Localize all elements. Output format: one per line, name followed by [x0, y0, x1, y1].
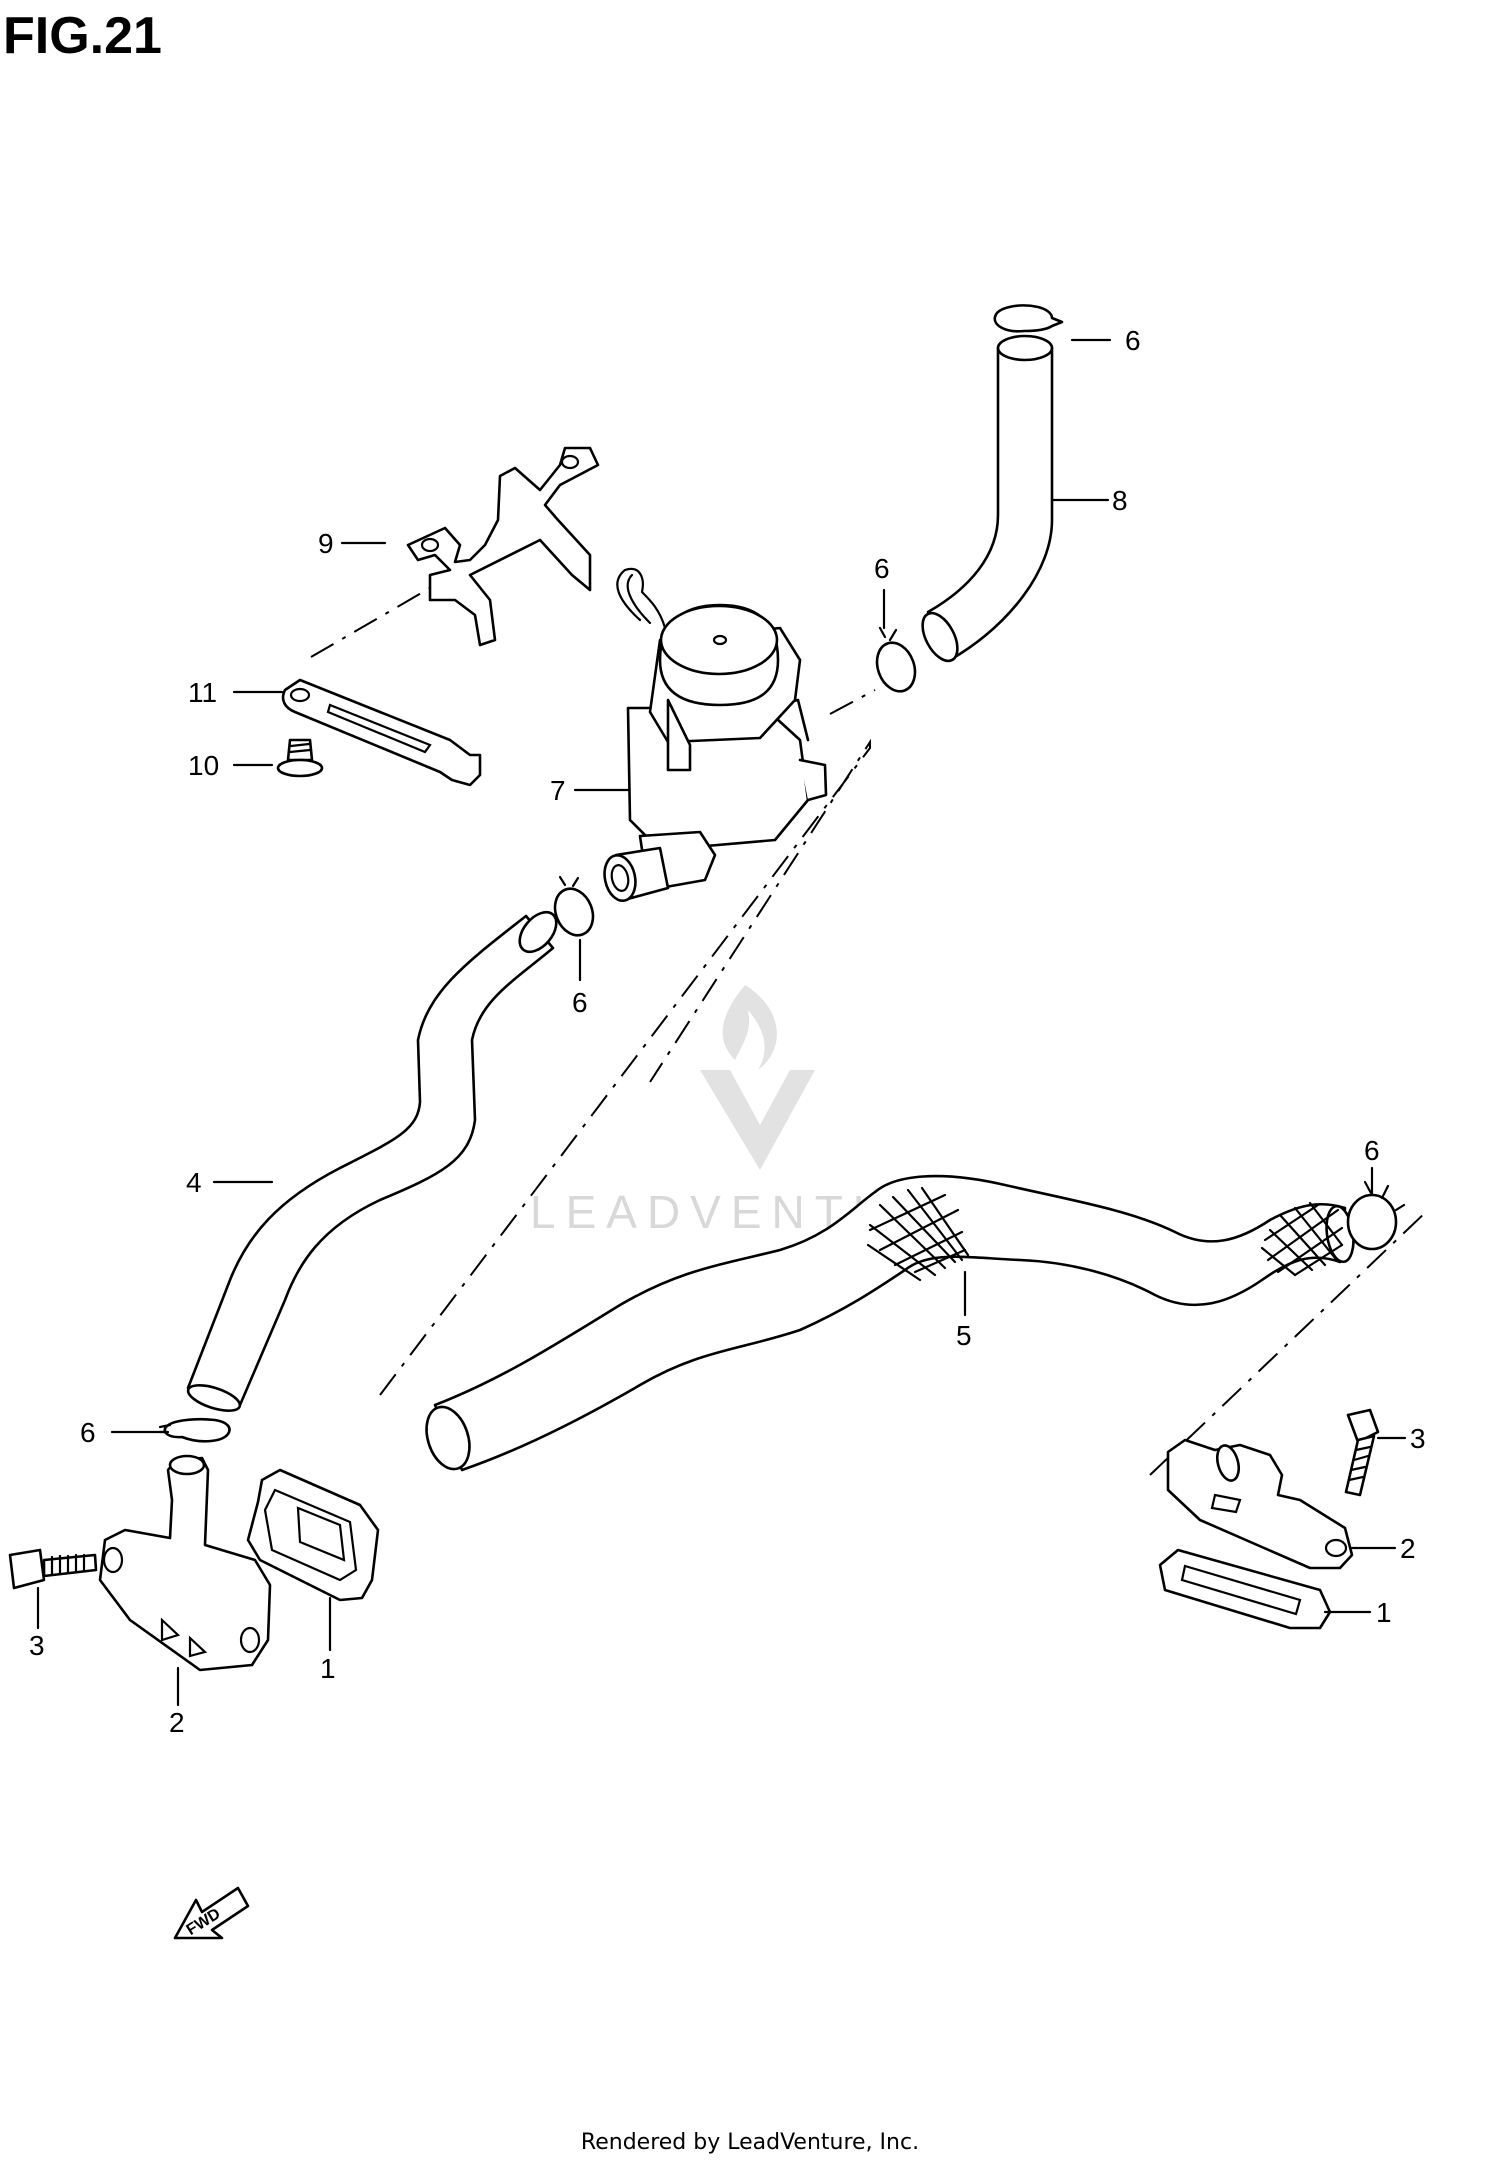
part-8-hose [921, 334, 1054, 663]
callout-6: 6 [874, 553, 890, 584]
part-6-clamp-mid [875, 626, 917, 693]
part-6-clamp-left [158, 1417, 231, 1443]
callout-4: 4 [186, 1167, 202, 1198]
part-11-stay [281, 678, 482, 787]
part-4-hose [186, 910, 558, 1412]
part-1-gasket-right [1158, 1548, 1332, 1630]
callouts: 6 8 6 9 11 10 7 6 4 5 6 6 1 2 3 3 2 1 [29, 325, 1426, 1738]
callout-8: 8 [1112, 485, 1128, 516]
part-3-bolt-left [8, 1548, 98, 1590]
leader-lines [36, 338, 1407, 1707]
part-6-clamp-top [993, 304, 1064, 333]
figure-title: FIG.21 [3, 7, 162, 65]
callout-3: 3 [29, 1630, 45, 1661]
part-5-hose [425, 1174, 1355, 1472]
footer-credit: Rendered by LeadVenture, Inc. [580, 2130, 920, 2155]
part-2-joint-left [98, 1454, 272, 1672]
v-logo-icon [700, 1070, 815, 1170]
leader-valve-to-joint [379, 738, 871, 1396]
callout-5: 5 [956, 1320, 972, 1351]
callout-6: 6 [80, 1417, 96, 1448]
part-6-clamp-right [1346, 1180, 1406, 1251]
callout-2: 2 [169, 1707, 185, 1738]
part-1-gasket-left [246, 1468, 380, 1602]
part-10-screw [276, 738, 324, 778]
fwd-arrow: FWD [173, 1886, 250, 1940]
callout-3: 3 [1410, 1423, 1426, 1454]
watermark: LEADVENTURE [530, 985, 970, 1238]
flame-logo-icon [722, 985, 777, 1070]
part-9-bracket [406, 446, 600, 647]
part-2-joint-right [1166, 1438, 1354, 1570]
callout-9: 9 [318, 528, 334, 559]
part-3-bolt-right [1344, 1408, 1380, 1497]
callout-10: 10 [188, 750, 219, 781]
callout-7: 7 [550, 775, 566, 806]
callout-6: 6 [572, 987, 588, 1018]
callout-11: 11 [188, 677, 217, 708]
callout-1: 1 [320, 1653, 336, 1684]
part-7-valve [603, 567, 828, 903]
callout-6: 6 [1125, 325, 1141, 356]
callout-2: 2 [1400, 1533, 1416, 1564]
callout-1: 1 [1376, 1597, 1392, 1628]
callout-6: 6 [1364, 1135, 1380, 1166]
part-6-clamp-valve [553, 875, 595, 937]
